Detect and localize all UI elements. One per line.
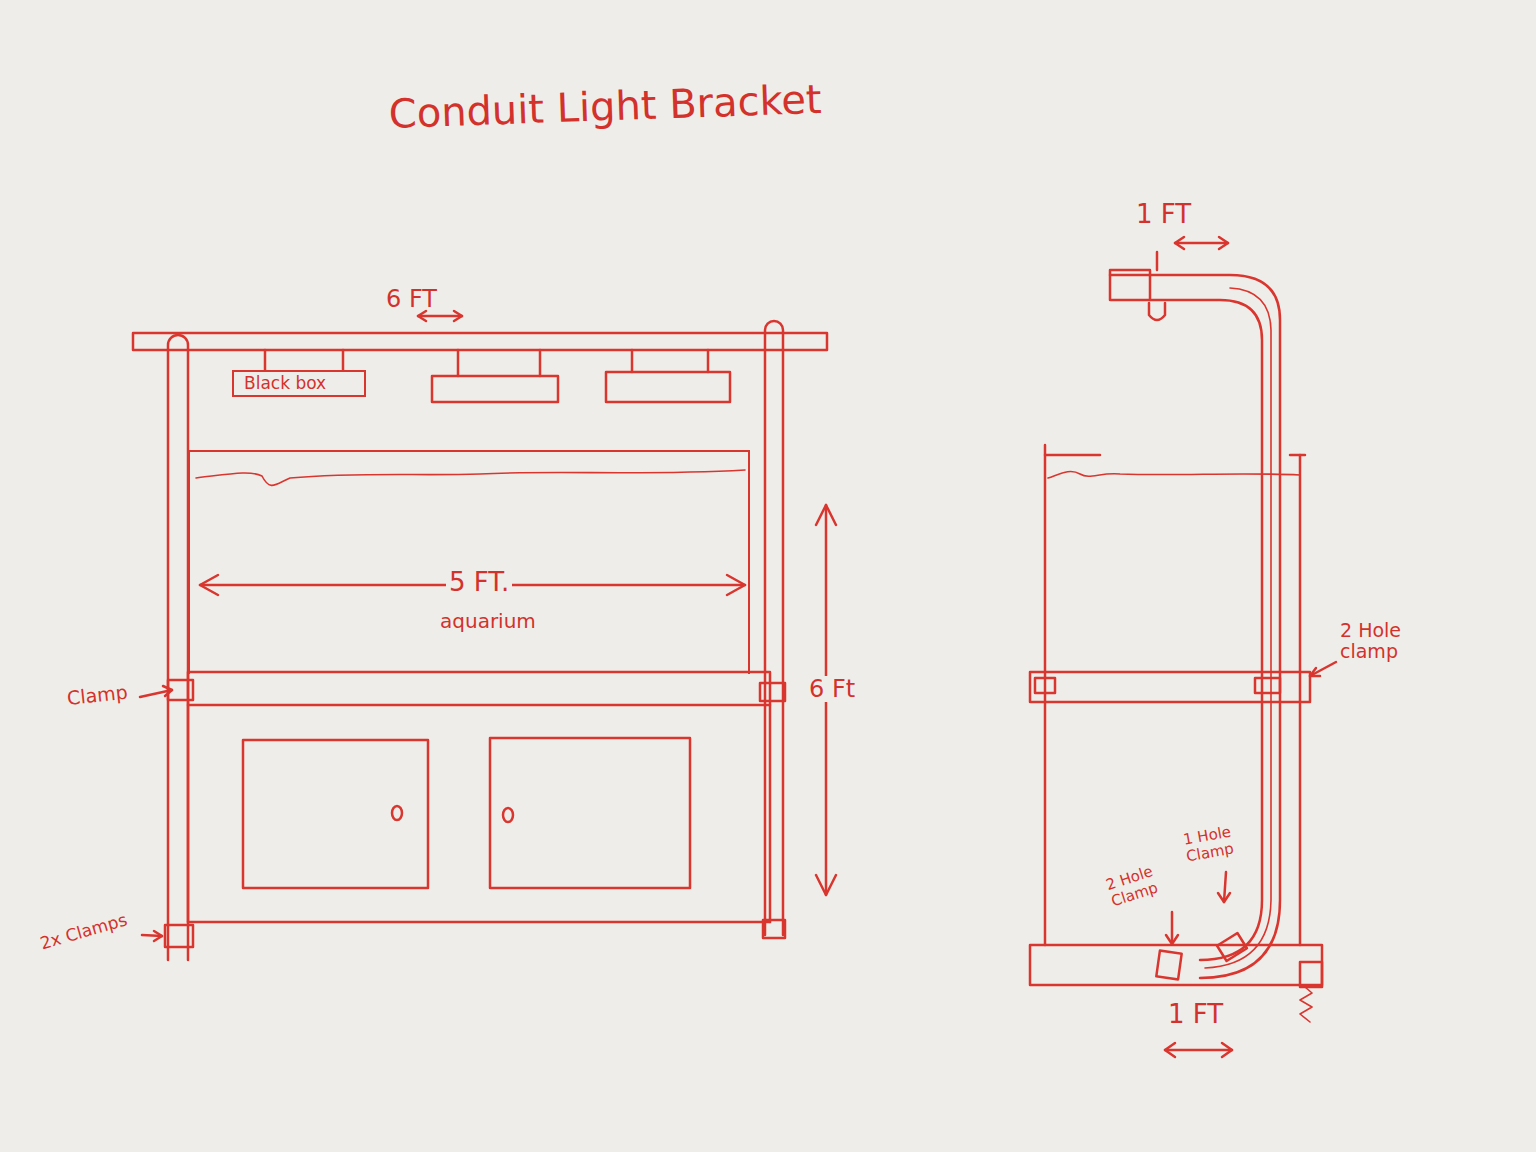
leader-arrow [1171, 912, 1174, 944]
callout-label: 1 Hole Clamp [1182, 822, 1247, 865]
side-view [1299, 455, 1302, 945]
side-view [1300, 987, 1312, 1022]
node-label: Black box [244, 374, 326, 393]
side-view [1030, 672, 1310, 702]
side-view [1150, 300, 1262, 960]
callout-label: 2 Hole clamp [1340, 620, 1436, 662]
front-view [187, 705, 190, 922]
front-view [606, 372, 730, 402]
callout-label: 2x Clamps [38, 910, 129, 953]
hanger-wire [539, 350, 542, 376]
side-view [1035, 678, 1055, 693]
front-view [760, 683, 785, 701]
dimension-label: 6 Ft [806, 676, 858, 702]
leader-arrow [1166, 662, 1336, 944]
side-view [1030, 945, 1322, 985]
light-fixture-box: Black box [232, 370, 366, 397]
side-view [1290, 454, 1305, 457]
leader-arrow [1310, 668, 1320, 676]
drawing-title: Conduit Light Bracket [388, 77, 822, 136]
side-view [1045, 454, 1100, 457]
dimension-arrow [1175, 242, 1228, 245]
side-view [1156, 951, 1181, 980]
dimension-label: 1 FT [1168, 1000, 1223, 1029]
side-view [1030, 237, 1336, 1057]
dimension-arrow [1175, 237, 1228, 249]
dimension-label: 6 FT [386, 286, 437, 312]
front-view [392, 806, 402, 820]
side-view [1110, 270, 1150, 300]
front-view [133, 333, 827, 350]
side-view [1044, 445, 1047, 945]
front-view [765, 321, 783, 935]
aquarium-tank: 5 FT. aquarium [188, 450, 750, 674]
side-view [1300, 962, 1322, 987]
front-view [503, 808, 513, 822]
hanger-wire [264, 350, 267, 370]
hanger-wire [631, 350, 634, 372]
dimension-arrow [418, 311, 462, 321]
front-view [196, 470, 745, 485]
leader-arrow [154, 931, 162, 941]
dimension-arrow [1165, 1049, 1232, 1052]
callout-label: 2 Hole Clamp [1104, 859, 1171, 909]
front-view [133, 311, 836, 960]
front-view [188, 672, 770, 705]
leader-arrow [1166, 935, 1178, 944]
dimension-label: 1 FT [1136, 200, 1191, 229]
side-view [1217, 933, 1247, 961]
dimension-arrow [418, 315, 462, 318]
front-view [243, 740, 428, 888]
leader-arrow [1218, 893, 1230, 902]
hanger-wire [707, 350, 710, 372]
front-view [432, 376, 558, 402]
side-view [1205, 288, 1271, 968]
node-note: aquarium [440, 610, 536, 632]
leader-arrow [163, 686, 172, 696]
hanger-wire [342, 350, 345, 370]
leader-arrow [140, 686, 172, 941]
side-view [1255, 678, 1280, 693]
front-view [763, 920, 785, 938]
callout-label: Clamp [66, 682, 129, 709]
front-view [168, 335, 188, 960]
leader-arrow [1310, 662, 1336, 676]
node-label: 5 FT. [446, 568, 512, 597]
dimension-arrow [1165, 1043, 1232, 1057]
dimension-arrow [1165, 237, 1232, 1057]
front-view [490, 738, 690, 888]
side-view [1149, 303, 1165, 320]
side-view [1156, 252, 1159, 270]
front-view [165, 925, 193, 947]
front-view [188, 921, 770, 924]
dimension-arrow [200, 311, 836, 895]
front-view [769, 705, 772, 922]
hanger-wire [457, 350, 460, 376]
